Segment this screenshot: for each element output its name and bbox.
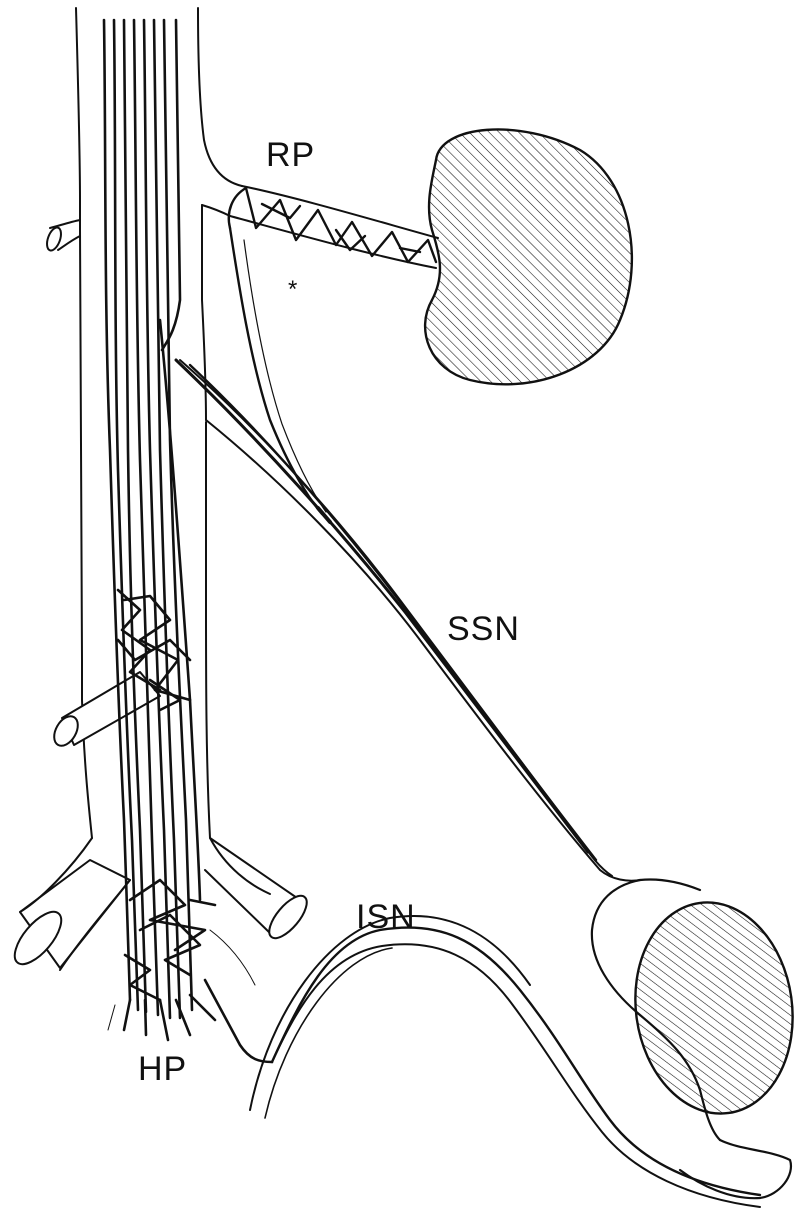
kidney xyxy=(425,129,632,384)
asterisk-marker: * xyxy=(288,278,298,302)
hypogastric-plexus xyxy=(124,880,272,1062)
rp-label: RP xyxy=(266,138,315,172)
ssn-label: SSN xyxy=(447,612,520,646)
renal-artery xyxy=(230,186,438,268)
aortic-nerve-fibers xyxy=(104,20,200,1018)
isn-label: ISN xyxy=(356,900,416,934)
iliac-branches xyxy=(7,838,313,972)
middle-stub-vessel xyxy=(49,672,160,750)
renal-plexus xyxy=(229,188,436,262)
testis xyxy=(622,892,797,1124)
hp-label: HP xyxy=(138,1052,187,1086)
upper-stub-vessel xyxy=(44,220,80,252)
